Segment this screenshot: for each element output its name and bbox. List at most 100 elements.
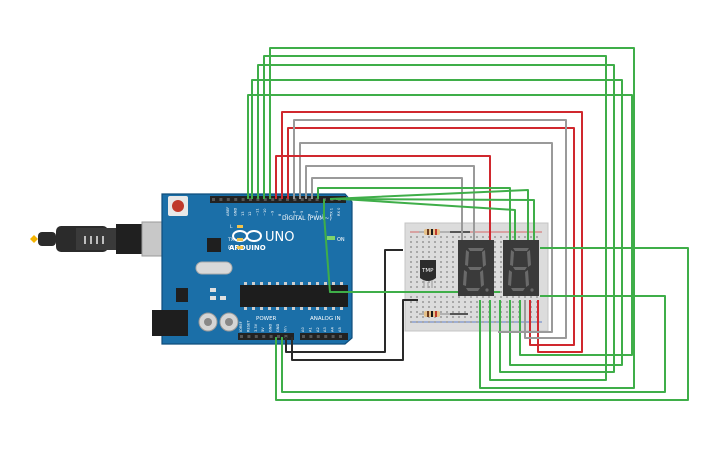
header-socket[interactable] [277, 335, 280, 338]
header-socket[interactable] [278, 198, 282, 201]
breadboard-hole[interactable] [500, 246, 502, 248]
breadboard-hole[interactable] [512, 311, 514, 313]
breadboard-hole[interactable] [464, 296, 466, 298]
wire-green[interactable] [257, 64, 615, 373]
breadboard-hole[interactable] [470, 321, 472, 323]
breadboard-hole[interactable] [410, 286, 412, 288]
digital-header[interactable] [210, 196, 346, 203]
breadboard-hole[interactable] [410, 236, 412, 238]
breadboard-hole[interactable] [506, 306, 508, 308]
breadboard-hole[interactable] [416, 301, 418, 303]
breadboard-hole[interactable] [500, 236, 502, 238]
breadboard-hole[interactable] [506, 311, 508, 313]
breadboard-hole[interactable] [416, 241, 418, 243]
breadboard-hole[interactable] [470, 311, 472, 313]
breadboard-hole[interactable] [440, 321, 442, 323]
header-socket[interactable] [286, 198, 289, 201]
wire-green[interactable] [323, 199, 430, 293]
header-socket[interactable] [226, 198, 230, 201]
breadboard-hole[interactable] [464, 301, 466, 303]
breadboard-hole[interactable] [434, 251, 436, 253]
breadboard-hole[interactable] [452, 281, 454, 283]
header-socket[interactable] [249, 198, 252, 201]
breadboard-hole[interactable] [440, 281, 442, 283]
wire-green[interactable] [317, 187, 511, 242]
wire-red[interactable] [281, 111, 583, 353]
header-socket[interactable] [256, 198, 260, 201]
breadboard-hole[interactable] [416, 261, 418, 263]
breadboard-hole[interactable] [500, 241, 502, 243]
wire-green[interactable] [251, 79, 623, 366]
breadboard-hole[interactable] [452, 296, 454, 298]
breadboard-hole[interactable] [482, 306, 484, 308]
breadboard-hole[interactable] [410, 271, 412, 273]
breadboard-hole[interactable] [506, 236, 508, 238]
breadboard-hole[interactable] [536, 296, 538, 298]
breadboard-hole[interactable] [410, 276, 412, 278]
breadboard-hole[interactable] [494, 241, 496, 243]
breadboard-hole[interactable] [428, 296, 430, 298]
wire-black[interactable] [285, 249, 403, 353]
breadboard-hole[interactable] [500, 296, 502, 298]
breadboard-hole[interactable] [458, 301, 460, 303]
breadboard-hole[interactable] [512, 316, 514, 318]
breadboard-hole[interactable] [410, 241, 412, 243]
breadboard-hole[interactable] [452, 306, 454, 308]
breadboard-hole[interactable] [500, 291, 502, 293]
breadboard-hole[interactable] [512, 296, 514, 298]
breadboard-hole[interactable] [470, 236, 472, 238]
breadboard-hole[interactable] [494, 236, 496, 238]
breadboard-hole[interactable] [470, 296, 472, 298]
wire-green[interactable] [275, 247, 689, 401]
breadboard-hole[interactable] [434, 281, 436, 283]
breadboard-hole[interactable] [446, 236, 448, 238]
breadboard-hole[interactable] [506, 321, 508, 323]
header-socket[interactable] [263, 198, 267, 201]
breadboard-hole[interactable] [452, 301, 454, 303]
breadboard-hole[interactable] [482, 236, 484, 238]
breadboard-hole[interactable] [410, 316, 412, 318]
breadboard-hole[interactable] [452, 311, 454, 313]
breadboard-hole[interactable] [416, 316, 418, 318]
breadboard-hole[interactable] [416, 236, 418, 238]
breadboard-hole[interactable] [500, 286, 502, 288]
breadboard-hole[interactable] [416, 286, 418, 288]
breadboard-hole[interactable] [518, 296, 520, 298]
breadboard-hole[interactable] [536, 236, 538, 238]
breadboard-hole[interactable] [416, 266, 418, 268]
breadboard-hole[interactable] [446, 276, 448, 278]
breadboard-hole[interactable] [494, 256, 496, 258]
breadboard-hole[interactable] [452, 256, 454, 258]
breadboard-hole[interactable] [452, 266, 454, 268]
breadboard-hole[interactable] [428, 306, 430, 308]
breadboard-hole[interactable] [458, 311, 460, 313]
breadboard-hole[interactable] [524, 236, 526, 238]
breadboard-hole[interactable] [434, 256, 436, 258]
header-socket[interactable] [302, 335, 305, 338]
breadboard-hole[interactable] [440, 261, 442, 263]
breadboard-hole[interactable] [422, 251, 424, 253]
breadboard-hole[interactable] [422, 321, 424, 323]
breadboard-hole[interactable] [446, 321, 448, 323]
breadboard-hole[interactable] [416, 251, 418, 253]
breadboard-hole[interactable] [494, 306, 496, 308]
header-socket[interactable] [247, 335, 251, 338]
header-socket[interactable] [234, 198, 238, 201]
power-header[interactable] [238, 333, 294, 340]
breadboard-hole[interactable] [422, 241, 424, 243]
breadboard-hole[interactable] [410, 246, 412, 248]
breadboard-hole[interactable] [440, 246, 442, 248]
breadboard-hole[interactable] [416, 256, 418, 258]
breadboard-hole[interactable] [422, 296, 424, 298]
breadboard-hole[interactable] [482, 296, 484, 298]
breadboard-hole[interactable] [440, 301, 442, 303]
breadboard-hole[interactable] [440, 251, 442, 253]
breadboard-hole[interactable] [500, 271, 502, 273]
breadboard-hole[interactable] [452, 236, 454, 238]
breadboard-hole[interactable] [410, 296, 412, 298]
breadboard-hole[interactable] [416, 271, 418, 273]
breadboard-hole[interactable] [416, 311, 418, 313]
seven-segment-display-2[interactable]: 8 [503, 237, 539, 296]
breadboard-hole[interactable] [494, 321, 496, 323]
